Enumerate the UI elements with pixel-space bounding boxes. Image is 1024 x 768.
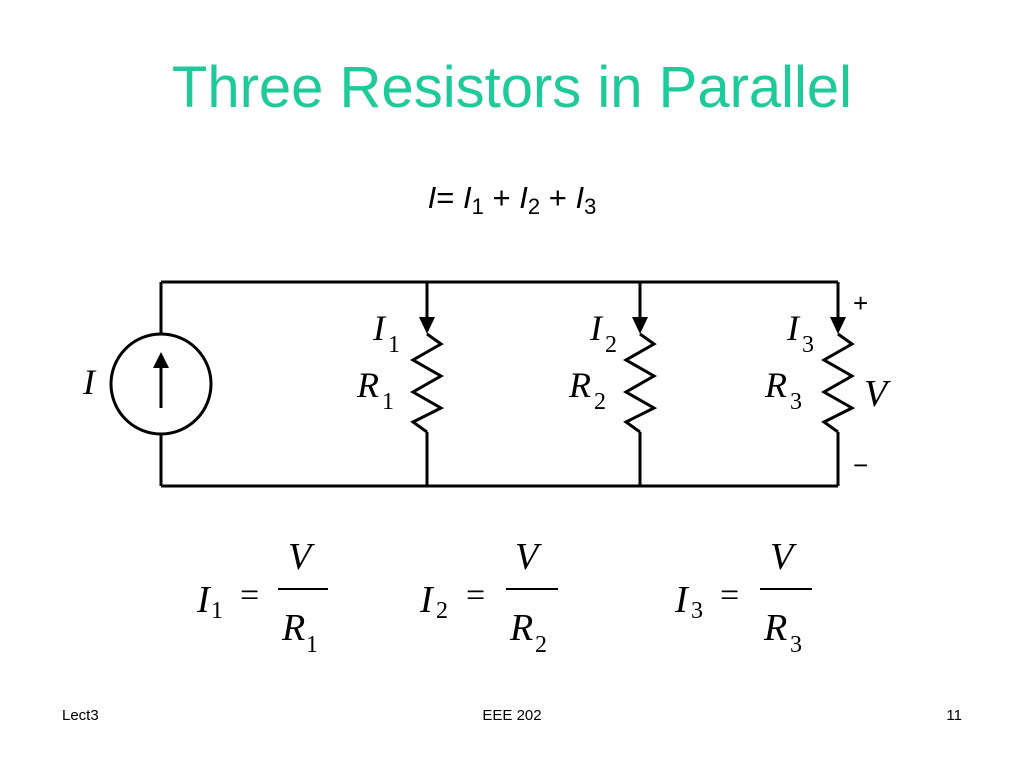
- kcl-term-symbol: I: [575, 180, 585, 215]
- current-source-circle: [109, 332, 213, 436]
- eq-denominator-sub: 1: [306, 632, 318, 658]
- resistor-3-sub: 3: [790, 389, 802, 415]
- kcl-term-subscript: 3: [584, 194, 597, 219]
- kcl-plus: +: [492, 180, 511, 215]
- footer-center: EEE 202: [482, 707, 542, 724]
- branch-1: I 1 R 1: [356, 282, 445, 434]
- eq-lhs-sub: 3: [691, 598, 703, 624]
- branch-2-current-sub: 2: [605, 332, 617, 358]
- eq-equals: =: [720, 577, 739, 614]
- kcl-term-subscript: 1: [471, 194, 484, 219]
- footer-right: 11: [946, 707, 962, 724]
- resistor-2-label: R: [568, 365, 591, 405]
- down-arrow-icon: [419, 317, 435, 334]
- kcl-term-symbol: I: [519, 180, 528, 215]
- voltage-minus-sign: −: [853, 450, 868, 480]
- eq-denominator-sub: 2: [535, 632, 547, 658]
- eq-numerator: V: [515, 536, 542, 578]
- slide-title: Three Resistors in Parallel: [171, 55, 853, 120]
- branch-3-current-label: I: [786, 308, 801, 348]
- resistor-2-sub: 2: [594, 389, 606, 415]
- branch-3: I 3 R 3: [764, 282, 856, 434]
- kcl-term-symbol: I: [463, 180, 472, 215]
- ohm-equation-2: I 2 = V R 2: [419, 536, 558, 658]
- kcl-plus: +: [548, 180, 567, 215]
- eq-numerator: V: [770, 536, 797, 578]
- eq-lhs: I: [196, 579, 212, 621]
- eq-numerator: V: [288, 536, 315, 578]
- eq-lhs: I: [674, 579, 690, 621]
- eq-denominator: R: [509, 607, 533, 649]
- voltage-label: V: [864, 373, 891, 415]
- source-label: I: [82, 362, 97, 402]
- eq-denominator: R: [281, 607, 305, 649]
- branch-2: I 2 R 2: [568, 282, 658, 434]
- branch-1-current-label: I: [372, 308, 387, 348]
- kcl-equals: =: [436, 180, 455, 215]
- kcl-equation: I= I1 + I2 + I3: [0, 178, 1024, 218]
- eq-lhs: I: [419, 579, 435, 621]
- branch-1-current-sub: 1: [388, 332, 400, 358]
- resistor-3-zigzag: [820, 332, 856, 434]
- kcl-total-current: I: [427, 180, 437, 215]
- current-source: I: [82, 332, 213, 436]
- resistor-3-label: R: [764, 365, 787, 405]
- resistor-1-label: R: [356, 365, 379, 405]
- voltage-plus-sign: +: [853, 288, 868, 318]
- ohm-equation-1: I 1 = V R 1: [196, 536, 328, 658]
- eq-equals: =: [466, 577, 485, 614]
- circuit-wires: [159, 280, 840, 488]
- footer-left: Lect3: [62, 707, 99, 724]
- resistor-1-sub: 1: [382, 389, 394, 415]
- eq-denominator: R: [763, 607, 787, 649]
- resistor-2-zigzag: [622, 332, 658, 434]
- eq-denominator-sub: 3: [790, 632, 802, 658]
- down-arrow-icon: [632, 317, 648, 334]
- eq-equals: =: [240, 577, 259, 614]
- eq-lhs-sub: 1: [211, 598, 223, 624]
- eq-lhs-sub: 2: [436, 598, 448, 624]
- down-arrow-icon: [830, 317, 846, 334]
- branch-2-current-label: I: [589, 308, 604, 348]
- ohm-equation-3: I 3 = V R 3: [674, 536, 812, 658]
- current-source-arrowhead-icon: [153, 352, 169, 368]
- kcl-term-subscript: 2: [527, 194, 541, 219]
- branch-3-current-sub: 3: [802, 332, 814, 358]
- resistor-1-zigzag: [409, 332, 445, 434]
